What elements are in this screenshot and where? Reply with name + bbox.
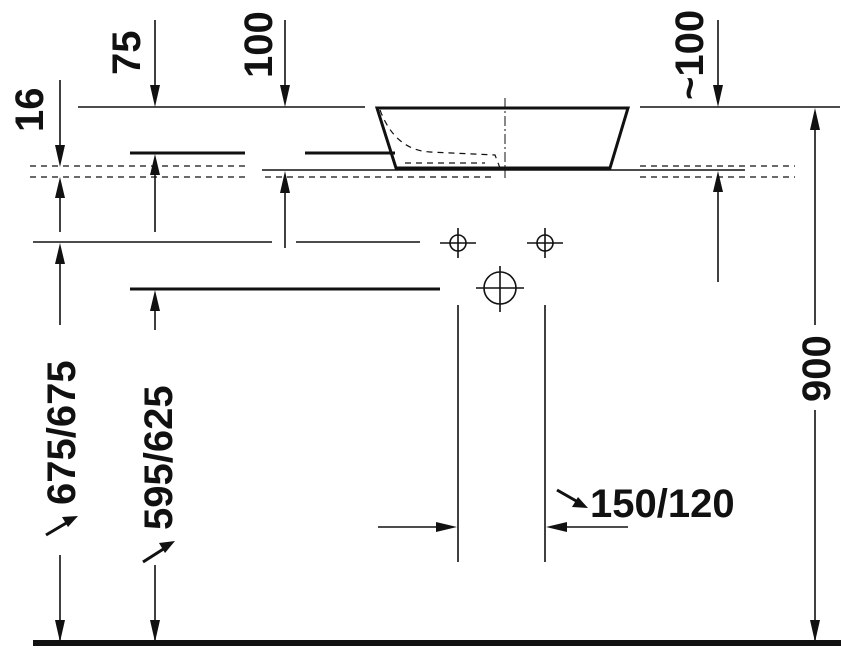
dim-900: 900 [795,335,839,402]
basin-profile [374,98,631,178]
dim-75: 75 [105,31,149,76]
reference-lines [30,106,841,646]
dim-16: 16 [8,88,52,133]
dim-595-625: 595/625 [137,385,181,530]
dim-675-675: 675/675 [40,360,84,505]
dim-150-120: 150/120 [590,482,735,526]
connection-points [440,228,563,562]
dim-100: 100 [237,11,281,78]
dimension-lines [45,20,820,642]
dimension-labels: 75 100 16 ~100 900 675/675 595/625 150/1… [8,10,839,530]
dim-approx-100: ~100 [668,10,712,100]
